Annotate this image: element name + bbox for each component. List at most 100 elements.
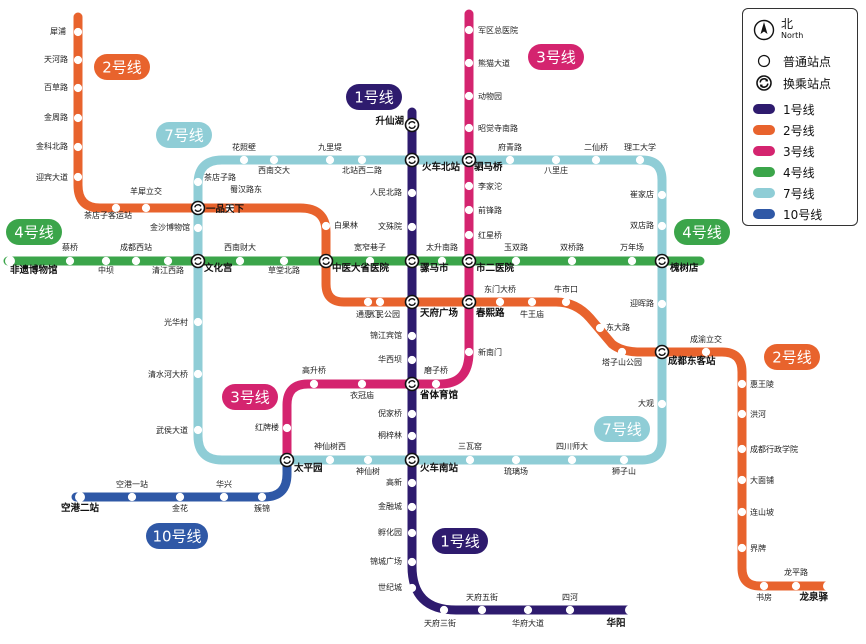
- station[interactable]: 洪河: [737, 409, 766, 419]
- station[interactable]: 蔡桥: [62, 242, 78, 266]
- station[interactable]: 龙泉驿: [798, 581, 833, 604]
- station[interactable]: 成都西站: [120, 242, 152, 266]
- station[interactable]: 玉双路: [504, 242, 528, 266]
- station[interactable]: 茶店子客运站: [84, 203, 132, 220]
- transfer-station[interactable]: 升仙湖: [375, 115, 420, 133]
- station[interactable]: 光华村: [164, 317, 203, 327]
- station[interactable]: 犀浦: [50, 26, 83, 37]
- station[interactable]: 太升南路: [426, 242, 458, 266]
- station[interactable]: 金沙博物馆: [150, 222, 203, 233]
- station[interactable]: 清水河大桥: [148, 369, 203, 379]
- station[interactable]: 东门大桥: [484, 284, 516, 307]
- transfer-station[interactable]: 春熙路: [461, 294, 506, 320]
- station[interactable]: 清江西路: [152, 256, 184, 275]
- station[interactable]: 二仙桥: [584, 142, 608, 165]
- station[interactable]: 昭觉寺南路: [464, 123, 518, 133]
- transfer-station[interactable]: 火车南站: [404, 452, 459, 475]
- station[interactable]: 磨子桥: [424, 365, 448, 389]
- station[interactable]: 琉璃场: [504, 455, 528, 476]
- station[interactable]: 三瓦窑: [458, 441, 482, 465]
- station[interactable]: 狮子山: [612, 455, 636, 476]
- station[interactable]: 衣冠庙: [350, 379, 374, 400]
- station[interactable]: 神仙树西: [314, 441, 346, 465]
- station[interactable]: 新南门: [464, 347, 502, 357]
- station[interactable]: 文殊院: [378, 221, 417, 232]
- transfer-station[interactable]: 驷马桥: [461, 152, 504, 174]
- transfer-station[interactable]: 成都东客站: [654, 344, 717, 368]
- station[interactable]: 连山坡: [737, 507, 774, 517]
- station[interactable]: 天府五街: [466, 592, 498, 615]
- station[interactable]: 万年场: [620, 242, 644, 266]
- station[interactable]: 金周路: [44, 112, 83, 123]
- transfer-station[interactable]: 太平园: [279, 452, 323, 475]
- station[interactable]: 东大路: [595, 322, 630, 333]
- transfer-station[interactable]: 文化宫: [190, 253, 233, 275]
- station[interactable]: 世纪城: [378, 582, 417, 593]
- station[interactable]: 龙平路: [784, 567, 808, 591]
- station[interactable]: 李家沱: [464, 181, 502, 191]
- transfer-station[interactable]: 一品天下: [190, 200, 245, 216]
- station[interactable]: 红星桥: [464, 230, 502, 240]
- station[interactable]: 西南财大: [224, 242, 256, 266]
- station[interactable]: 孵化园: [378, 527, 417, 538]
- transfer-station[interactable]: 中医大省医院: [318, 253, 390, 275]
- station[interactable]: 锦城广场: [370, 556, 417, 567]
- station[interactable]: 红牌楼: [255, 422, 292, 433]
- station[interactable]: 书房: [756, 581, 772, 602]
- station[interactable]: 通惠门: [356, 297, 380, 319]
- station[interactable]: 天河路: [44, 54, 83, 65]
- station[interactable]: 府青路: [498, 142, 522, 165]
- station[interactable]: 四河: [562, 592, 578, 615]
- station[interactable]: 大面铺: [737, 475, 774, 485]
- station[interactable]: 茶店子路: [193, 172, 236, 187]
- station[interactable]: 八里庄: [544, 155, 568, 175]
- station[interactable]: 桐梓林: [378, 430, 417, 441]
- transfer-station[interactable]: 天府广场: [404, 294, 459, 320]
- station[interactable]: 锦江宾馆: [370, 330, 417, 341]
- station[interactable]: 高升桥: [302, 365, 326, 389]
- station[interactable]: 金科北路: [36, 141, 83, 152]
- station[interactable]: 空港二站: [61, 492, 100, 515]
- station[interactable]: 宽窄巷子: [354, 242, 386, 266]
- station[interactable]: 前锋路: [464, 205, 502, 215]
- station[interactable]: 界牌: [737, 543, 766, 553]
- station[interactable]: 华府大道: [512, 605, 544, 628]
- station[interactable]: 武侯大道: [156, 425, 203, 435]
- station[interactable]: 成都行政学院: [737, 444, 798, 454]
- station[interactable]: 簇锦: [254, 492, 270, 513]
- transfer-station[interactable]: 火车北站: [404, 152, 461, 174]
- station[interactable]: 双桥路: [560, 242, 584, 266]
- station[interactable]: 四川师大: [556, 441, 588, 465]
- transfer-station[interactable]: 槐树店: [654, 253, 700, 275]
- station[interactable]: 大观: [638, 398, 667, 409]
- station[interactable]: 熊猫大道: [464, 58, 510, 68]
- station[interactable]: 花照壁: [232, 142, 256, 165]
- station[interactable]: 金花: [172, 492, 188, 513]
- station[interactable]: 华阳: [606, 605, 635, 630]
- station[interactable]: 蜀汉路东: [225, 184, 262, 213]
- station[interactable]: 人民公园: [368, 297, 400, 319]
- station[interactable]: 倪家桥: [378, 408, 417, 419]
- station[interactable]: 军区总医院: [464, 25, 518, 35]
- station[interactable]: 羊犀立交: [130, 186, 162, 213]
- station[interactable]: 迎晖路: [630, 298, 667, 309]
- station[interactable]: 迎宾大道: [36, 172, 83, 182]
- transfer-station[interactable]: 市二医院: [461, 253, 515, 275]
- station[interactable]: 草堂北路: [268, 256, 300, 275]
- station[interactable]: 北站西二路: [342, 155, 382, 175]
- station[interactable]: 牛王庙: [520, 297, 544, 319]
- station[interactable]: 神仙树: [356, 455, 380, 476]
- station[interactable]: 塔子山公园: [602, 347, 642, 367]
- station[interactable]: 九里堤: [318, 142, 342, 165]
- station[interactable]: 动物园: [464, 91, 502, 101]
- transfer-station[interactable]: 省体育馆: [404, 376, 459, 402]
- station[interactable]: 华兴: [216, 479, 232, 502]
- station[interactable]: 高新: [386, 477, 417, 488]
- station[interactable]: 中坝: [98, 256, 114, 275]
- station[interactable]: 非遗博物馆: [5, 256, 59, 277]
- station[interactable]: 金融城: [378, 501, 417, 512]
- station[interactable]: 理工大学: [624, 142, 656, 165]
- station[interactable]: 百草路: [44, 82, 83, 93]
- station[interactable]: 华西坝: [378, 354, 417, 365]
